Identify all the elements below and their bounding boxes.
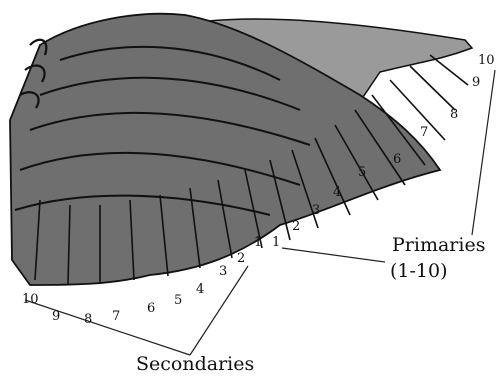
primary-number-2: 2: [292, 219, 300, 234]
secondary-number-4: 4: [196, 282, 204, 297]
primary-number-10: 10: [478, 53, 495, 68]
primaries-axis-line: [472, 70, 495, 235]
secondary-number-1: 1: [254, 235, 262, 250]
secondary-number-7: 7: [112, 309, 120, 324]
primaries-leader: [282, 248, 385, 262]
secondaries-label: Secondaries: [136, 353, 254, 375]
primary-number-1: 1: [272, 235, 280, 250]
secondaries-leader: [190, 266, 248, 355]
primary-number-3: 3: [312, 203, 320, 218]
primaries-range-label: (1-10): [390, 260, 448, 282]
primary-number-4: 4: [333, 185, 341, 200]
primary-number-8: 8: [450, 107, 458, 122]
primary-number-7: 7: [420, 125, 428, 140]
secondary-number-9: 9: [52, 309, 60, 324]
secondaries-baseline: [25, 300, 190, 355]
primary-number-5: 5: [358, 165, 366, 180]
secondary-number-8: 8: [84, 312, 92, 327]
secondary-number-2: 2: [237, 251, 245, 266]
secondary-number-5: 5: [174, 293, 182, 308]
primary-number-9: 9: [472, 75, 480, 90]
secondary-number-6: 6: [147, 301, 155, 316]
secondary-number-3: 3: [219, 264, 227, 279]
secondary-number-10: 10: [22, 292, 39, 307]
primaries-label: Primaries: [392, 234, 485, 256]
primary-number-6: 6: [393, 152, 401, 167]
